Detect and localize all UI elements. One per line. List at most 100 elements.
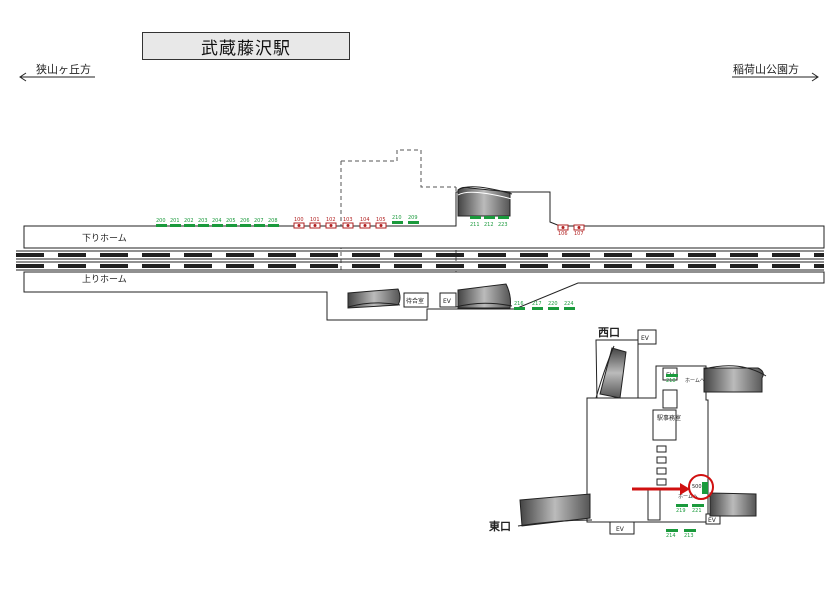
stairs-up-platform-left: [347, 288, 401, 309]
door-200: 200: [156, 218, 167, 227]
svg-text:上りホーム: 上りホーム: [82, 274, 127, 285]
exit-west-label: 西口: [598, 326, 620, 339]
svg-text:駅事務室: 駅事務室: [657, 414, 681, 422]
svg-text:218: 218: [666, 378, 676, 384]
svg-text:EV: EV: [708, 517, 717, 524]
gate-codes: 218 500 219 221 214 213: [666, 374, 708, 539]
svg-text:207: 207: [254, 218, 264, 224]
door-205: 205: [226, 218, 237, 227]
door-107: 107: [573, 224, 585, 237]
home-to-label-lower: ホームへ: [678, 494, 698, 500]
svg-text:103: 103: [343, 217, 353, 223]
waiting-room: 待合室: [403, 292, 429, 308]
svg-text:224: 224: [564, 301, 574, 307]
door-206: 206: [240, 218, 251, 227]
station-title: 武蔵藤沢駅: [142, 32, 350, 60]
direction-left: 狭山ヶ丘方: [19, 62, 95, 82]
svg-text:203: 203: [198, 218, 208, 224]
svg-text:100: 100: [294, 217, 304, 223]
svg-text:217: 217: [532, 301, 542, 307]
door-217: 217: [532, 301, 543, 310]
svg-text:104: 104: [360, 217, 370, 223]
svg-text:206: 206: [240, 218, 250, 224]
door-224: 224: [564, 301, 575, 310]
door-210: 210: [392, 215, 403, 224]
stairs-up-platform-right: [455, 283, 513, 309]
current-location-circle: [688, 474, 714, 500]
svg-text:223: 223: [498, 222, 508, 228]
svg-text:216: 216: [514, 301, 524, 307]
tracks: [16, 250, 824, 271]
stairs-east-exit: [517, 493, 593, 527]
svg-text:狭山ヶ丘方: 狭山ヶ丘方: [36, 62, 91, 76]
door-102: 102: [325, 217, 337, 229]
svg-text:211: 211: [470, 222, 480, 228]
svg-text:201: 201: [170, 218, 180, 224]
home-to-label-upper: ホームへ: [685, 378, 705, 384]
stairs-west: [595, 345, 627, 399]
door-207: 207: [254, 218, 265, 227]
svg-text:209: 209: [408, 215, 418, 221]
svg-text:204: 204: [212, 218, 222, 224]
stairs-northeast: [703, 365, 767, 393]
exit-east-label: 東口: [489, 519, 511, 533]
svg-text:208: 208: [268, 218, 278, 224]
svg-text:稲荷山公園方: 稲荷山公園方: [733, 62, 799, 76]
svg-text:EV: EV: [443, 298, 452, 305]
svg-text:EV: EV: [641, 335, 650, 342]
svg-text:102: 102: [326, 217, 336, 223]
svg-text:212: 212: [484, 222, 494, 228]
gate-213: 213: [684, 529, 696, 539]
stairs-southeast: [709, 492, 757, 517]
svg-text:101: 101: [310, 217, 320, 223]
gate-221: 221: [692, 504, 704, 514]
door-markers-right-red: 106 107: [557, 224, 585, 237]
direction-right: 稲荷山公園方: [732, 62, 819, 82]
door-212: 212: [484, 216, 495, 228]
svg-text:105: 105: [376, 217, 386, 223]
door-markers-up: 216 217 220 224: [514, 301, 575, 310]
door-204: 204: [212, 218, 223, 227]
door-201: 201: [170, 218, 181, 227]
door-203: 203: [198, 218, 209, 227]
door-105: 105: [375, 217, 387, 229]
down-platform: 下りホーム: [23, 191, 825, 249]
ev-up-platform: EV: [439, 292, 457, 308]
door-104: 104: [359, 217, 371, 229]
svg-text:213: 213: [684, 533, 694, 539]
svg-text:500: 500: [692, 484, 702, 490]
gate-218: 218: [666, 374, 678, 384]
gate-219: 219: [676, 504, 688, 514]
door-106: 106: [557, 224, 569, 237]
svg-text:202: 202: [184, 218, 194, 224]
door-223: 223: [498, 216, 509, 228]
svg-text:219: 219: [676, 508, 686, 514]
door-101: 101: [309, 217, 321, 229]
svg-text:EV: EV: [616, 526, 625, 533]
gate-500: 500: [692, 482, 708, 494]
svg-text:106: 106: [558, 231, 568, 237]
door-100: 100: [293, 217, 305, 229]
current-location-arrow: [632, 483, 690, 495]
svg-text:210: 210: [392, 215, 402, 221]
door-markers-red: 100 101 102 103 104 105: [293, 217, 387, 229]
door-markers-down: 200 201 202 203 204 205 206 207 208 210 209: [156, 215, 419, 227]
ticket-gates: [647, 445, 667, 521]
gate-214: 214: [666, 529, 678, 539]
door-211: 211: [470, 216, 481, 228]
door-markers-stair: 211 212 223: [470, 216, 509, 228]
stairs-down-platform: [457, 186, 513, 217]
door-103: 103: [342, 217, 354, 229]
svg-text:下りホーム: 下りホーム: [82, 233, 127, 244]
svg-text:107: 107: [574, 231, 584, 237]
svg-text:221: 221: [692, 508, 702, 514]
door-216: 216: [514, 301, 525, 310]
door-208: 208: [268, 218, 279, 227]
svg-text:待合室: 待合室: [406, 297, 424, 305]
door-209: 209: [408, 215, 419, 224]
door-220: 220: [548, 301, 559, 310]
svg-text:200: 200: [156, 218, 166, 224]
svg-text:214: 214: [666, 533, 676, 539]
svg-text:205: 205: [226, 218, 236, 224]
door-202: 202: [184, 218, 195, 227]
